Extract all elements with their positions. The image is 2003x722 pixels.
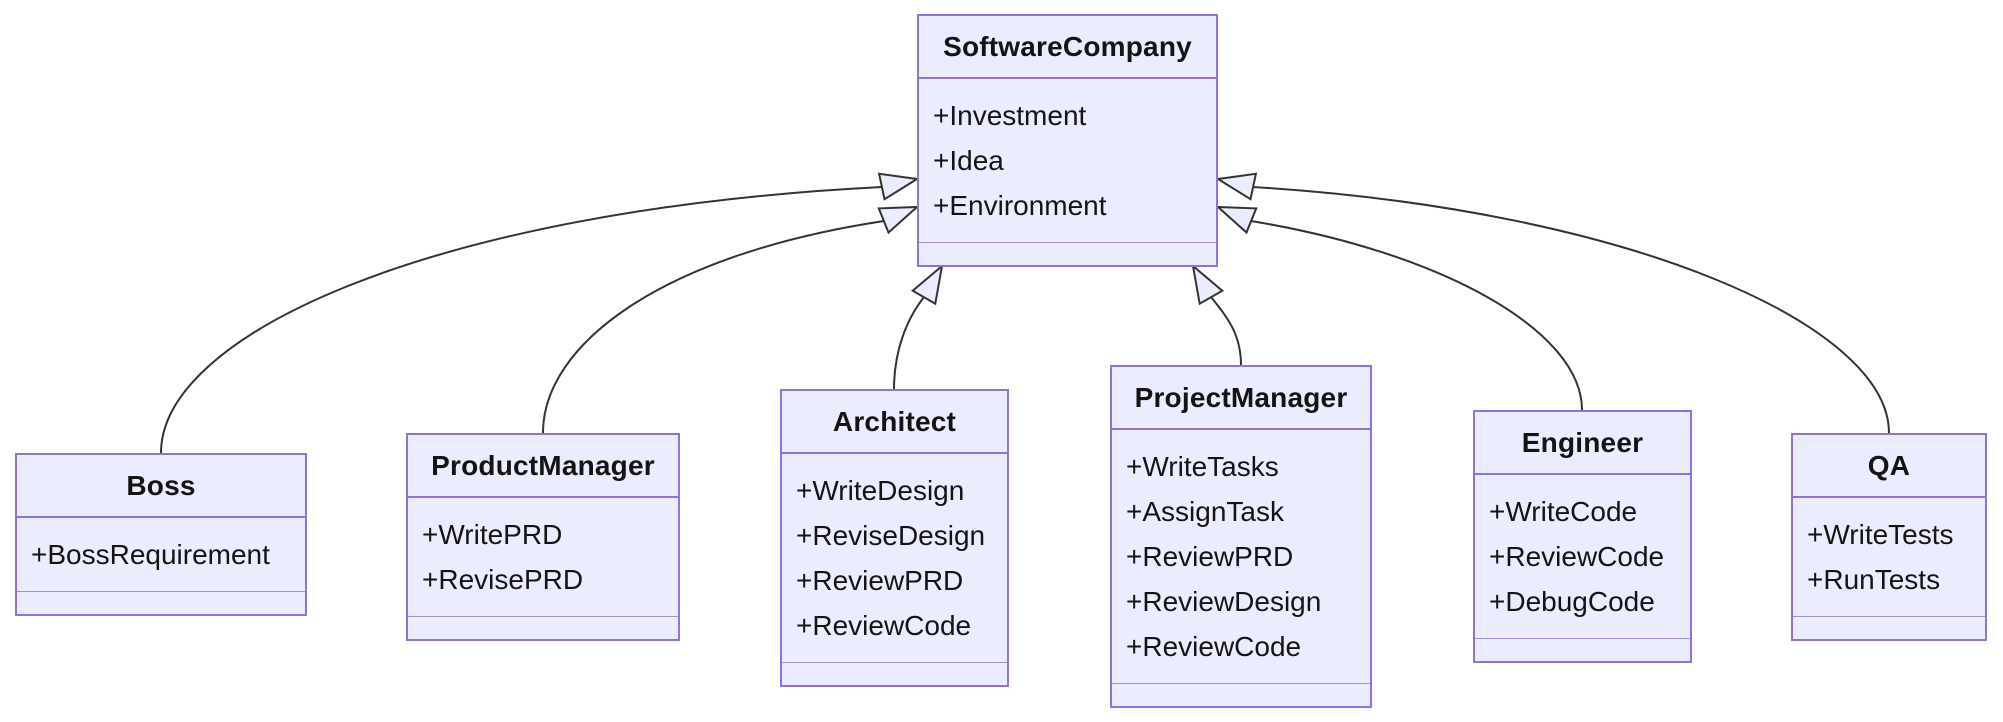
class-node-boss: Boss +BossRequirement bbox=[15, 453, 307, 616]
inheritance-edge-productmanager-to-softwarecompany bbox=[542, 220, 885, 434]
class-member: +ReviewCode bbox=[1489, 541, 1665, 572]
class-member: +Idea bbox=[933, 145, 1004, 176]
class-methods-compartment-empty bbox=[919, 242, 1216, 265]
class-member: +ReviseDesign bbox=[796, 520, 986, 551]
class-node-qa: QA +WriteTests +RunTests bbox=[1791, 433, 1987, 641]
inheritance-arrowhead-icon bbox=[1215, 205, 1258, 235]
class-member: +ReviewDesign bbox=[1126, 586, 1322, 617]
class-member: +WritePRD bbox=[422, 519, 563, 550]
class-members-compartment: +WriteTasks +AssignTask +ReviewPRD +ReviewD… bbox=[1112, 430, 1370, 683]
class-member: +Environment bbox=[933, 190, 1107, 221]
class-members-compartment: +WriteCode +ReviewCode +DebugCode bbox=[1475, 475, 1690, 638]
class-member: +DebugCode bbox=[1489, 586, 1655, 617]
class-node-engineer: Engineer +WriteCode +ReviewCode +DebugCode bbox=[1473, 410, 1692, 663]
class-members-compartment: +Investment +Idea +Environment bbox=[919, 79, 1216, 242]
class-node-softwarecompany: SoftwareCompany +Investment +Idea +Environm… bbox=[917, 14, 1218, 267]
class-member: +ReviewPRD bbox=[1126, 541, 1294, 572]
class-title: Architect bbox=[782, 391, 1007, 454]
class-member: +RevisePRD bbox=[422, 564, 584, 595]
class-members-compartment: +BossRequirement bbox=[17, 518, 305, 591]
class-member: +RunTests bbox=[1807, 564, 1941, 595]
class-node-projectmanager: ProjectManager +WriteTasks +AssignTask +Rev… bbox=[1110, 365, 1372, 708]
class-title: Engineer bbox=[1475, 412, 1690, 475]
class-title: Boss bbox=[17, 455, 305, 518]
class-title: SoftwareCompany bbox=[919, 16, 1216, 79]
class-methods-compartment-empty bbox=[1793, 616, 1985, 639]
class-methods-compartment-empty bbox=[782, 662, 1007, 685]
class-node-architect: Architect +WriteDesign +ReviseDesign +Revie… bbox=[780, 389, 1009, 687]
class-methods-compartment-empty bbox=[1475, 638, 1690, 661]
class-node-productmanager: ProductManager +WritePRD +RevisePRD bbox=[406, 433, 680, 641]
class-title: ProjectManager bbox=[1112, 367, 1370, 430]
inheritance-edge-projectmanager-to-softwarecompany bbox=[1210, 296, 1242, 366]
class-member: +AssignTask bbox=[1126, 496, 1284, 527]
class-member: +WriteDesign bbox=[796, 475, 965, 506]
class-member: +WriteTasks bbox=[1126, 451, 1279, 482]
class-member: +ReviewCode bbox=[796, 610, 972, 641]
class-methods-compartment-empty bbox=[17, 591, 305, 614]
class-methods-compartment-empty bbox=[408, 616, 678, 639]
class-members-compartment: +WriteTests +RunTests bbox=[1793, 498, 1985, 616]
class-title: ProductManager bbox=[408, 435, 678, 498]
class-members-compartment: +WritePRD +RevisePRD bbox=[408, 498, 678, 616]
class-member: +WriteCode bbox=[1489, 496, 1638, 527]
inheritance-arrowhead-icon bbox=[877, 172, 920, 201]
class-member: +ReviewPRD bbox=[796, 565, 964, 596]
inheritance-edge-qa-to-softwarecompany bbox=[1252, 186, 1890, 434]
class-title: QA bbox=[1793, 435, 1985, 498]
class-member: +Investment bbox=[933, 100, 1087, 131]
class-members-compartment: +WriteDesign +ReviseDesign +ReviewPRD +Revi… bbox=[782, 454, 1007, 662]
inheritance-edge-engineer-to-softwarecompany bbox=[1250, 220, 1583, 411]
inheritance-edge-architect-to-softwarecompany bbox=[893, 296, 925, 390]
class-methods-compartment-empty bbox=[1112, 683, 1370, 706]
inheritance-edge-boss-to-softwarecompany bbox=[160, 186, 883, 454]
inheritance-arrowhead-icon bbox=[910, 263, 944, 306]
class-member: +WriteTests bbox=[1807, 519, 1954, 550]
class-member: +ReviewCode bbox=[1126, 631, 1302, 662]
inheritance-arrowhead-icon bbox=[877, 205, 920, 235]
class-member: +BossRequirement bbox=[31, 539, 270, 570]
inheritance-arrowhead-icon bbox=[1215, 172, 1258, 201]
inheritance-arrowhead-icon bbox=[1191, 263, 1225, 306]
